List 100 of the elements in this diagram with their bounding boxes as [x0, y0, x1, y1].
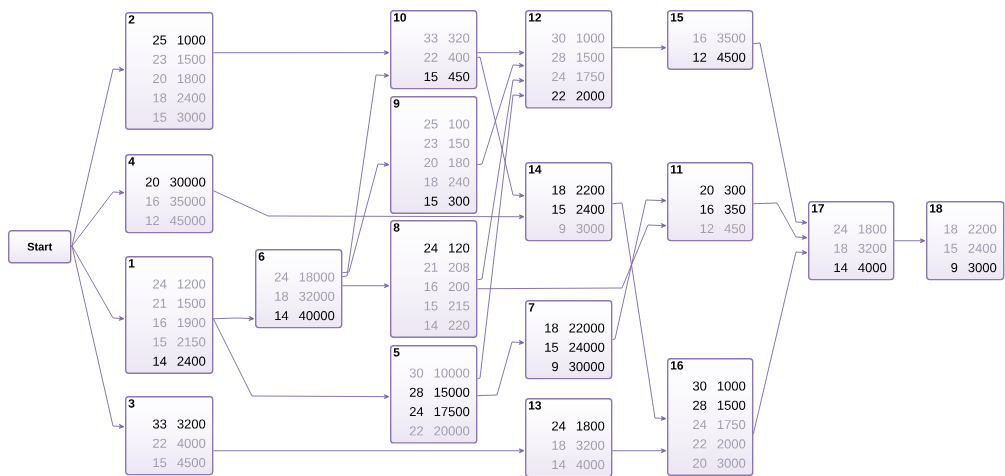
duration-cost-row: 18 2200 — [552, 185, 605, 195]
duration-cost-row: 21 1500 — [153, 298, 206, 308]
duration-cost-row: 18 2200 — [944, 224, 997, 234]
duration-cost-row: 21 208 — [424, 262, 470, 272]
arrow — [212, 448, 525, 454]
duration-cost-row: 24 1750 — [552, 72, 605, 82]
arrow — [70, 245, 125, 321]
duration-cost-row: 15 300 — [424, 196, 470, 206]
duration-cost-row: 15 450 — [424, 72, 470, 82]
arrow — [70, 190, 125, 248]
duration-cost-row: 18 3200 — [552, 440, 605, 450]
duration-cost-row: 20 3000 — [693, 458, 746, 468]
duration-cost-row: 22 400 — [424, 52, 470, 62]
duration-cost-row: 24 120 — [424, 243, 470, 253]
duration-cost-row: 30 1000 — [692, 381, 746, 391]
duration-cost-row: 28 1500 — [552, 52, 605, 62]
duration-cost-row: 15 24000 — [545, 342, 605, 352]
task-number: 4 — [128, 157, 135, 166]
duration-cost-row: 24 1200 — [153, 279, 206, 289]
duration-cost-row: 15 2150 — [153, 337, 206, 347]
task-number: 5 — [393, 348, 400, 357]
arrow — [476, 62, 525, 166]
duration-cost-row: 16 350 — [700, 204, 746, 214]
task-number: 12 — [528, 13, 542, 22]
task-number: 3 — [128, 399, 135, 408]
arrow — [476, 77, 525, 281]
duration-cost-row: 12 450 — [700, 224, 746, 234]
duration-cost-row: 30 10000 — [409, 368, 470, 378]
duration-cost-row: 15 2400 — [944, 243, 997, 253]
arrow — [476, 340, 525, 397]
duration-cost-row: 12 4500 — [693, 52, 746, 62]
duration-cost-row: 14 2400 — [153, 356, 206, 366]
duration-cost-row: 9 3000 — [951, 263, 997, 273]
arrow — [476, 92, 525, 380]
task-number: 2 — [128, 15, 135, 24]
task-box — [667, 162, 754, 242]
duration-cost-row: 22 2000 — [693, 439, 746, 449]
duration-cost-row: 14 4000 — [834, 263, 887, 273]
duration-cost-row: 20 180 — [424, 158, 470, 168]
duration-cost-row: 12 45000 — [146, 216, 206, 226]
duration-cost-row: 24 1800 — [834, 224, 887, 234]
duration-cost-row: 18 2400 — [153, 93, 206, 103]
task-number: 7 — [528, 303, 535, 312]
duration-cost-row: 14 220 — [424, 320, 470, 330]
duration-cost-row: 9 3000 — [559, 224, 605, 234]
duration-cost-row: 23 1500 — [153, 54, 206, 64]
arrow — [752, 202, 808, 240]
task-number: 13 — [528, 401, 542, 410]
duration-cost-row: 28 1500 — [693, 400, 746, 410]
arrow — [476, 50, 525, 56]
task-box — [667, 358, 754, 476]
duration-cost-row: 22 4000 — [153, 438, 206, 448]
duration-cost-row: 15 3000 — [153, 112, 206, 122]
arrow — [212, 190, 525, 220]
task-box — [525, 10, 613, 109]
duration-cost-row: 18 3200 — [834, 243, 887, 253]
task-box — [926, 201, 1005, 281]
arrow — [70, 67, 125, 248]
arrow — [476, 223, 667, 290]
task-box — [390, 96, 478, 214]
duration-cost-row: 20 30000 — [145, 177, 206, 187]
task-box — [390, 10, 478, 90]
arrow — [476, 56, 525, 198]
duration-cost-row: 24 17500 — [409, 407, 470, 417]
task-number: 1 — [128, 259, 135, 268]
duration-cost-row: 24 1800 — [552, 421, 605, 431]
task-number: 17 — [811, 204, 824, 213]
task-box — [525, 162, 613, 242]
arrow — [752, 250, 808, 435]
duration-cost-row: 15 4500 — [153, 458, 206, 468]
duration-cost-row: 22 2000 — [552, 91, 605, 101]
duration-cost-row: 25 1000 — [153, 35, 206, 45]
task-box — [255, 249, 343, 329]
arrow — [212, 316, 255, 321]
task-number: 8 — [393, 223, 400, 232]
task-box — [125, 12, 214, 130]
duration-cost-row: 18 32000 — [275, 291, 335, 301]
duration-cost-row: 20 300 — [700, 185, 746, 195]
duration-cost-row: 18 22000 — [545, 323, 605, 333]
arrow — [893, 238, 926, 244]
arrow — [341, 73, 390, 278]
task-box — [808, 201, 895, 281]
duration-cost-row: 16 35000 — [146, 196, 206, 206]
duration-cost-row: 16 1900 — [153, 318, 206, 328]
task-number: 18 — [929, 204, 943, 213]
arrow — [611, 448, 667, 454]
duration-cost-row: 16 3500 — [693, 33, 746, 43]
duration-cost-row: 33 3200 — [152, 419, 206, 429]
task-number: 6 — [258, 252, 265, 261]
task-number: 14 — [528, 165, 542, 174]
arrow — [70, 245, 125, 429]
task-number: 11 — [670, 165, 683, 174]
duration-cost-row: 25 100 — [424, 119, 470, 129]
duration-cost-row: 24 18000 — [274, 272, 335, 282]
duration-cost-row: 15 215 — [424, 301, 470, 311]
task-box — [125, 256, 214, 374]
duration-cost-row: 14 40000 — [275, 311, 335, 321]
task-box — [525, 398, 613, 476]
arrow — [341, 162, 390, 274]
arrow — [611, 198, 667, 341]
